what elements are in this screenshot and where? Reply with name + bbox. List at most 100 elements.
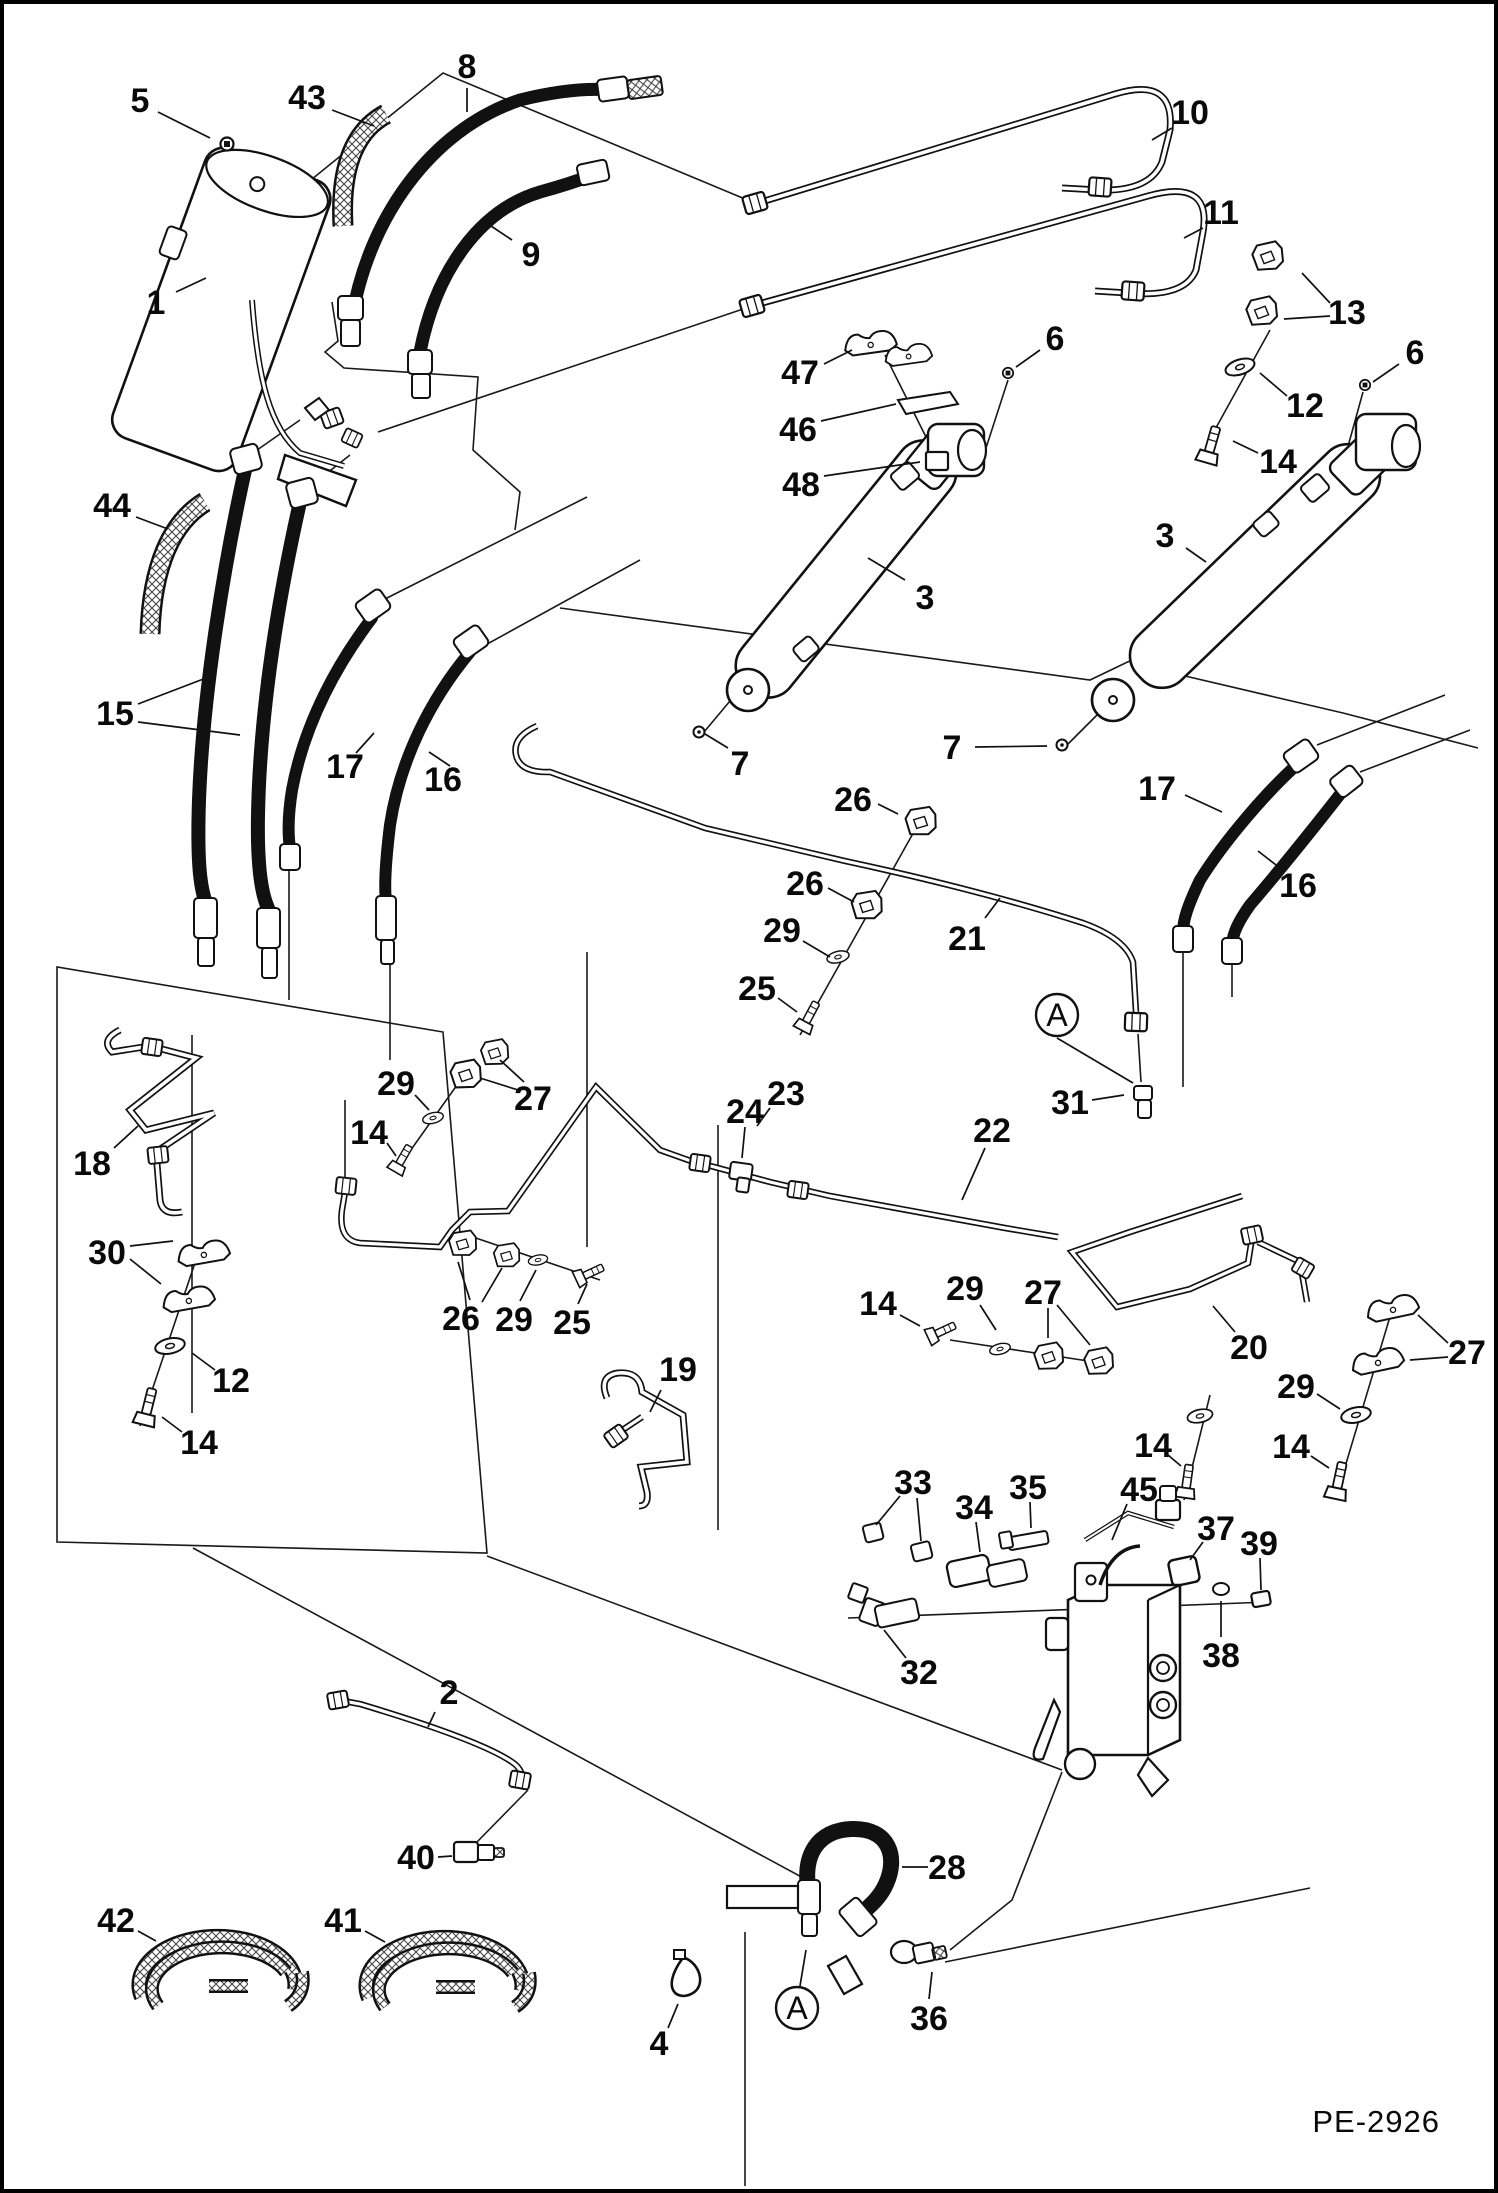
leader-line-27 [1417,1314,1449,1344]
callout-35: 35 [1009,1469,1047,1507]
callout-12: 12 [1286,387,1324,425]
leader-line-1 [175,277,207,293]
hose-15b [250,495,307,915]
steel-tubes [108,90,1308,1782]
callout-43: 43 [288,79,326,117]
screw-25b [571,1258,608,1289]
leader-line-29 [1316,1393,1341,1410]
leader-line-9 [481,219,513,241]
grease-fitting-7-left [692,725,706,739]
callout-14: 14 [1259,443,1297,481]
callout-10: 10 [1171,94,1209,132]
callout-18: 18 [73,1145,111,1183]
leader-line-18 [113,1125,139,1149]
callout-17: 17 [1138,770,1176,808]
washer-29-right [1338,1403,1374,1427]
plug-39 [1250,1589,1272,1609]
marker-leader-A [1056,1037,1134,1084]
hoses [191,75,1364,1938]
plug-5 [219,136,235,152]
leader-line-27 [479,1077,519,1091]
callout-29: 29 [1277,1368,1315,1406]
nut-33a [861,1521,885,1544]
nut-37 [1167,1555,1201,1587]
callout-26: 26 [834,781,872,819]
leader-line-3 [867,557,906,581]
callout-25: 25 [553,1304,591,1342]
block-48 [924,450,950,472]
callout-26: 26 [786,865,824,903]
bolt-14-valve [1173,1462,1200,1501]
fitting-31 [1133,1085,1153,1101]
leader-line-14 [899,1314,921,1327]
callout-28: 28 [928,1849,966,1887]
leader-line-25 [777,997,798,1013]
callout-3: 3 [916,579,935,617]
leader-line-6 [1372,363,1400,383]
key-46 [896,390,960,416]
leader-line-31 [1091,1094,1125,1101]
callout-46: 46 [779,411,817,449]
callout-29: 29 [763,912,801,950]
hardware [131,176,1422,1998]
callout-4: 4 [650,2025,669,2063]
leader-line-15 [137,721,241,736]
callout-34: 34 [955,1489,993,1527]
leader-line-27 [499,1059,525,1083]
leader-line-24 [741,1126,746,1159]
callout-36: 36 [910,2000,948,2038]
hose-16-right [1226,782,1351,950]
clip-27b [478,1037,511,1068]
callout-6: 6 [1406,334,1425,372]
clip-27d [1082,1345,1116,1378]
clip-26b [849,889,885,922]
hydraulic-cylinder-1 [110,136,364,508]
detail-marker-circle [1034,992,1080,1038]
leader-line-14 [1232,440,1259,454]
callout-5: 5 [131,82,150,120]
connector-34 [945,1553,993,1589]
leader-line-30 [129,1258,162,1285]
leader-line-2 [427,1711,436,1728]
callout-6: 6 [1046,320,1065,358]
leader-line-30 [129,1240,174,1247]
leader-line-27 [1409,1356,1449,1361]
leader-line-6 [1015,349,1041,368]
plug-6-right [1358,378,1372,392]
screw-25a [792,997,826,1036]
callout-12: 12 [212,1362,250,1400]
hose-9 [413,167,603,359]
callout-16: 16 [424,761,462,799]
callout-25: 25 [738,970,776,1008]
callout-29: 29 [495,1301,533,1339]
hose-15a [191,463,252,907]
leader-line-7 [704,733,729,749]
grease-fitting-7-right [1055,738,1069,752]
bolt-14-center [923,1316,960,1347]
fittings [452,1160,1272,1965]
callout-37: 37 [1197,1510,1235,1548]
callout-42: 42 [97,1902,135,1940]
leader-line-12 [191,1352,216,1371]
leader-line-26 [877,803,899,815]
callout-32: 32 [900,1654,938,1692]
leader-line-44 [135,516,169,530]
leader-line-34 [975,1521,981,1553]
leader-line-41 [364,1930,386,1943]
callout-39: 39 [1240,1525,1278,1563]
leader-line-14 [386,1142,397,1157]
hose-16-left [379,646,476,906]
leader-line-47 [823,349,853,365]
tube-stubs [725,1884,864,1996]
hose-17-right [1177,756,1306,938]
callout-29: 29 [946,1270,984,1308]
callout-38: 38 [1202,1637,1240,1675]
callout-33: 33 [894,1464,932,1502]
callout-45: 45 [1120,1471,1158,1509]
coiled-hose-42 [139,1937,302,2006]
clamp-13a [1249,239,1287,274]
callout-20: 20 [1230,1329,1268,1367]
callout-1: 1 [147,284,166,322]
